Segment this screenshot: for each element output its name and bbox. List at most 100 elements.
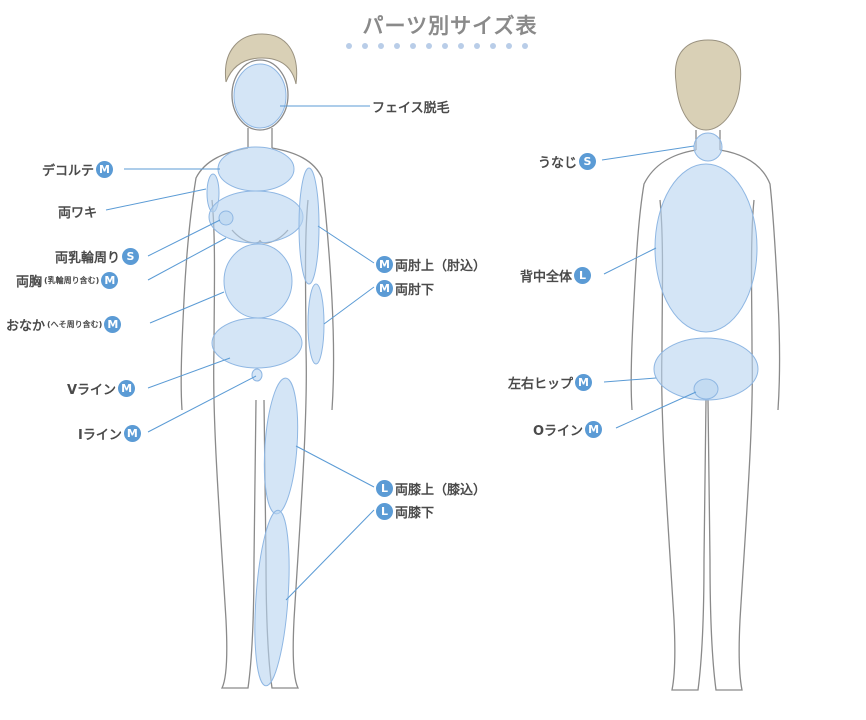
- zone-areola: [218, 210, 234, 226]
- zone-upper-leg: [263, 377, 299, 515]
- label-face-text: フェイス脱毛: [372, 101, 450, 116]
- back-left-leg: [659, 199, 707, 691]
- back-right-side: [719, 149, 781, 411]
- lead-back: [603, 247, 657, 275]
- lead-hip: [603, 377, 657, 383]
- back-figure: [630, 39, 781, 691]
- lead-vline: [147, 357, 231, 389]
- dot: [522, 43, 528, 49]
- label-hip-text: 左右ヒップ: [508, 377, 574, 392]
- back-left-side: [630, 149, 697, 411]
- label-upper-leg-text: 両膝上（膝込）: [395, 483, 487, 498]
- zone-vline: [211, 317, 303, 369]
- label-oline: Oライン M: [533, 420, 603, 439]
- size-badge-oline: M: [585, 421, 603, 438]
- lead-chest: [147, 237, 227, 281]
- size-badge-vline: M: [118, 380, 136, 397]
- label-iline: Iライン M: [78, 424, 141, 443]
- zone-lower-arm: [307, 283, 325, 365]
- zone-lower-leg: [254, 509, 290, 687]
- zone-hip: [653, 337, 759, 401]
- front-neck: [247, 128, 273, 148]
- lead-upper-leg: [295, 445, 375, 488]
- size-badge-belly: M: [104, 316, 122, 333]
- front-figure: [180, 33, 335, 689]
- dot: [346, 43, 352, 49]
- front-hair: [224, 33, 298, 85]
- label-belly-note: (へそ周り含む): [47, 320, 103, 329]
- label-underarm: 両ワキ: [58, 202, 97, 221]
- label-upper-arm-text: 両肘上（肘込）: [395, 259, 487, 274]
- zone-iline: [251, 368, 263, 382]
- zone-decollete: [217, 146, 295, 192]
- dot: [490, 43, 496, 49]
- size-badge-hip: M: [575, 374, 593, 391]
- lead-nape: [601, 145, 695, 161]
- label-vline: Vライン M: [67, 379, 136, 398]
- front-zones: [206, 63, 325, 687]
- lead-belly: [149, 291, 225, 324]
- zone-upper-arm: [298, 167, 320, 285]
- front-head: [231, 59, 289, 131]
- dot: [474, 43, 480, 49]
- label-areola: 両乳輪周り S: [55, 247, 140, 266]
- front-right-side: [271, 147, 335, 411]
- dot: [458, 43, 464, 49]
- label-hip: 左右ヒップ M: [508, 373, 593, 392]
- label-underarm-text: 両ワキ: [58, 206, 98, 221]
- size-badge-chest: M: [101, 272, 119, 289]
- lead-lower-leg: [285, 509, 375, 601]
- label-lower-arm: M 両肘下: [376, 279, 434, 298]
- title-dots: [346, 43, 528, 49]
- label-chest-text: 両胸: [16, 275, 43, 290]
- size-badge-upper-leg: L: [376, 480, 393, 497]
- zone-face: [233, 63, 287, 129]
- label-decollete: デコルテ M: [42, 160, 114, 179]
- label-nape: うなじ S: [538, 152, 597, 171]
- label-belly-text: おなか: [6, 319, 46, 334]
- front-left-leg: [211, 199, 257, 689]
- label-belly: おなか (へそ周り含む) M: [6, 315, 122, 334]
- size-badge-iline: M: [123, 425, 141, 442]
- label-upper-arm: M 両肘上（肘込）: [376, 255, 486, 274]
- dot: [362, 43, 368, 49]
- size-badge-back: L: [574, 267, 592, 284]
- label-chest-note: (乳輪周り含む): [44, 276, 100, 285]
- lead-iline: [147, 375, 257, 433]
- label-lower-arm-text: 両肘下: [395, 283, 435, 298]
- label-areola-text: 両乳輪周り: [55, 251, 121, 266]
- label-decollete-text: デコルテ: [42, 164, 95, 179]
- lead-lower-arm: [323, 286, 375, 325]
- lead-underarm: [105, 188, 207, 211]
- size-badge-nape: S: [579, 153, 597, 170]
- zone-belly: [223, 243, 293, 319]
- dot: [410, 43, 416, 49]
- label-upper-leg: L 両膝上（膝込）: [376, 479, 486, 498]
- dot: [442, 43, 448, 49]
- label-back: 背中全体 L: [520, 266, 592, 285]
- page-title: パーツ別サイズ表: [362, 14, 538, 38]
- size-badge-lower-leg: L: [376, 503, 393, 520]
- label-nape-text: うなじ: [538, 156, 578, 171]
- size-badge-upper-arm: M: [376, 256, 393, 273]
- label-iline-text: Iライン: [78, 428, 122, 443]
- label-face: フェイス脱毛: [372, 97, 450, 116]
- zone-back: [654, 163, 758, 333]
- front-left-side: [180, 147, 249, 411]
- zone-oline: [693, 378, 719, 400]
- label-oline-text: Oライン: [533, 424, 584, 439]
- dot: [506, 43, 512, 49]
- leader-lines: [105, 105, 697, 601]
- back-right-leg: [707, 199, 755, 691]
- label-lower-leg: L 両膝下: [376, 502, 434, 521]
- lead-oline: [615, 391, 697, 429]
- lead-upper-arm: [317, 225, 375, 264]
- dot: [378, 43, 384, 49]
- size-badge-areola: S: [122, 248, 140, 265]
- size-badge-lower-arm: M: [376, 280, 393, 297]
- label-vline-text: Vライン: [67, 383, 117, 398]
- lead-areola: [147, 219, 221, 257]
- label-lower-leg-text: 両膝下: [395, 506, 435, 521]
- back-zones: [653, 132, 759, 401]
